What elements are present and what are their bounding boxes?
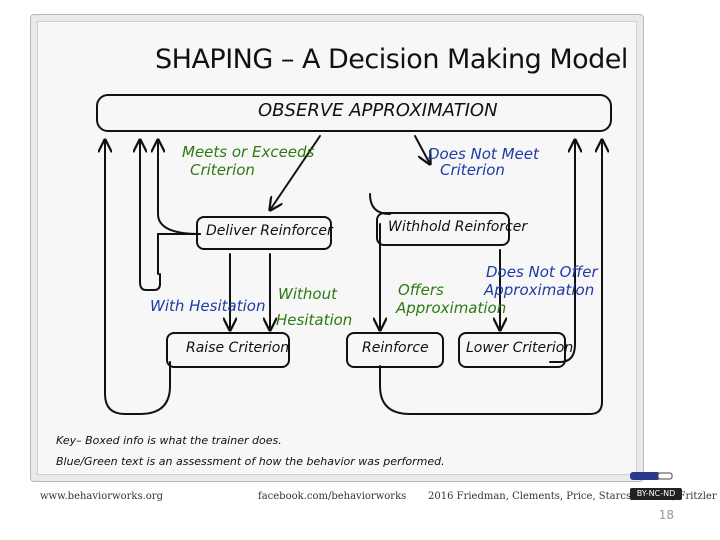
not-offer-approximation-label-line1: Does Not Offer (486, 263, 598, 281)
observe-approximation-label: OBSERVE APPROXIMATION (258, 100, 498, 121)
flow-connectors (30, 135, 642, 415)
withhold-reinforcer-box (376, 212, 510, 246)
reinforce-label: Reinforce (362, 340, 429, 356)
without-hesitation-label-line1: Without (278, 285, 337, 303)
meets-criterion-label-line2: Criterion (190, 161, 255, 179)
key-line-2: Blue/Green text is an assessment of how … (56, 455, 445, 468)
footer-copyright: 2016 Friedman, Clements, Price, Starcs, … (428, 491, 717, 502)
lower-criterion-label: Lower Criterion (466, 340, 574, 356)
with-hesitation-label: With Hesitation (150, 297, 266, 315)
without-hesitation-label-line2: Hesitation (276, 311, 353, 329)
creative-commons-badge: BY-NC-ND (630, 488, 682, 500)
not-meet-criterion-label-line1: Does Not Meet (428, 145, 539, 163)
reinforce-box (346, 332, 444, 368)
offers-approximation-label-line2: Approximation (396, 299, 507, 317)
diagram-title: SHAPING – A Decision Making Model (155, 44, 628, 75)
lower-criterion-box (458, 332, 566, 368)
raise-criterion-box (166, 332, 290, 368)
deliver-reinforcer-box (196, 216, 332, 250)
whiteboard (30, 14, 644, 482)
offers-approximation-label-line1: Offers (398, 281, 444, 299)
raise-criterion-label: Raise Criterion (186, 340, 290, 356)
marker-pen-icon (630, 472, 673, 480)
deliver-reinforcer-label: Deliver Reinforcer (206, 223, 333, 239)
observe-approximation-box (96, 94, 612, 132)
key-line-1: Key– Boxed info is what the trainer does… (56, 434, 282, 447)
withhold-reinforcer-label: Withhold Reinforcer (388, 219, 528, 235)
page-number: 18 (658, 508, 674, 522)
footer-website: www.behaviorworks.org (40, 491, 163, 502)
footer-facebook: facebook.com/behaviorworks (258, 491, 407, 502)
not-offer-approximation-label-line2: Approximation (484, 281, 595, 299)
not-meet-criterion-label-line2: Criterion (440, 161, 505, 179)
meets-criterion-label-line1: Meets or Exceeds (182, 143, 315, 161)
